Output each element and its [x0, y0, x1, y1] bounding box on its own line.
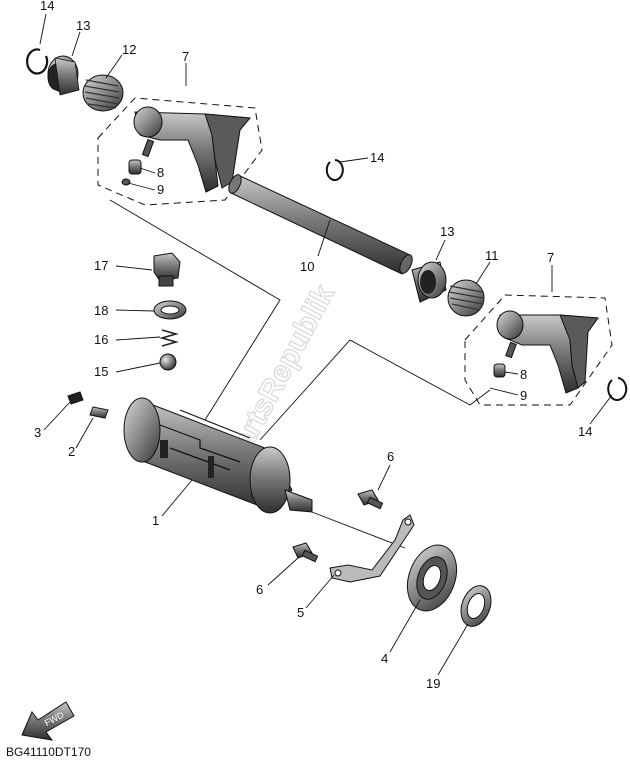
- fork-assembly-box-lower: [464, 294, 613, 406]
- assembly-line-upper: [109, 199, 281, 421]
- bolt-6-upper: [357, 489, 384, 510]
- label-19: 19: [426, 676, 440, 691]
- label-2: 2: [68, 444, 75, 459]
- assembly-line-lower: [259, 339, 491, 441]
- stopper-plate-5: [329, 514, 415, 583]
- label-8-lower: 8: [520, 367, 527, 382]
- label-14-lower: 14: [578, 424, 592, 439]
- label-14-upper: 14: [40, 0, 54, 13]
- label-3: 3: [34, 425, 41, 440]
- label-9-upper: 9: [157, 182, 164, 197]
- spring-12: [82, 74, 124, 112]
- label-18: 18: [94, 303, 108, 318]
- label-12: 12: [122, 42, 136, 57]
- shift-drum-1: [123, 397, 313, 514]
- label-15: 15: [94, 364, 108, 379]
- bolt-17: [153, 252, 181, 287]
- pin-8-lower: [493, 363, 506, 378]
- bolt-6-lower: [292, 542, 319, 563]
- label-9-lower: 9: [520, 388, 527, 403]
- bearing-4: [406, 544, 458, 612]
- label-17: 17: [94, 258, 108, 273]
- diagram-code: BG41110DT170: [6, 745, 91, 759]
- bearing-13-upper: [47, 55, 80, 96]
- label-6-upper: 6: [387, 449, 394, 464]
- pin-2: [89, 406, 109, 419]
- leader-lines: [39, 13, 613, 676]
- label-1: 1: [152, 513, 159, 528]
- roller-9-upper: [121, 178, 131, 186]
- label-8-upper: 8: [157, 165, 164, 180]
- shaft-10: [228, 174, 413, 275]
- label-5: 5: [297, 605, 304, 620]
- ball-15: [159, 353, 177, 371]
- fwd-arrow-icon: FWD: [21, 701, 75, 741]
- shift-fork-7-upper: [133, 106, 251, 193]
- label-7-lower: 7: [547, 250, 554, 265]
- assembly-line-shaft: [311, 511, 406, 549]
- circlip-14-lower: [607, 377, 628, 401]
- seal-19: [460, 585, 492, 627]
- label-13-upper: 13: [76, 18, 90, 33]
- part-labels: 14 13 12 7 8 9 14 10 13 11 7 8 9 14 17 1…: [34, 0, 592, 691]
- spring-11: [447, 279, 485, 317]
- label-10: 10: [300, 259, 314, 274]
- label-4: 4: [381, 651, 388, 666]
- spring-16: [159, 329, 179, 347]
- label-6-lower: 6: [256, 582, 263, 597]
- circlip-14-upper: [26, 48, 49, 75]
- pin-8-upper: [128, 159, 142, 175]
- label-16: 16: [94, 332, 108, 347]
- washer-18: [153, 300, 187, 320]
- circlip-14-middle: [325, 159, 344, 181]
- fork-assembly-box-upper: [97, 97, 263, 206]
- label-13-lower: 13: [440, 224, 454, 239]
- bearing-13-lower: [411, 261, 447, 303]
- shift-fork-7-lower: [496, 310, 599, 394]
- label-14-middle: 14: [370, 150, 384, 165]
- label-11: 11: [485, 248, 499, 263]
- pin-3: [67, 391, 84, 405]
- label-7-upper: 7: [182, 49, 189, 64]
